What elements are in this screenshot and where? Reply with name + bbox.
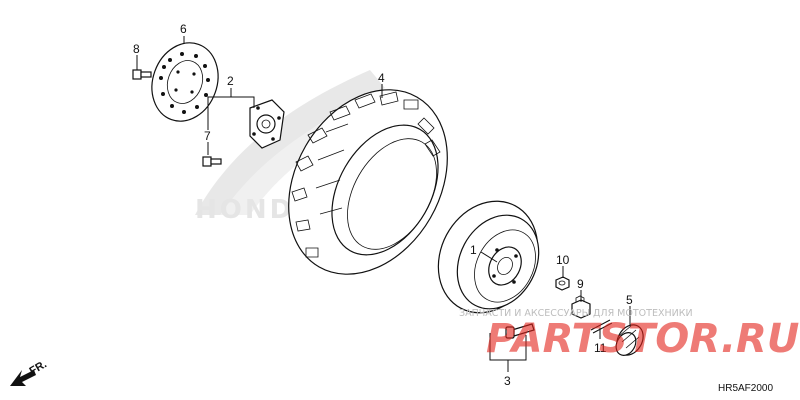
front-arrow-icon [10,370,36,386]
leader-lines [136,36,631,372]
callout-11: 11 [594,341,607,355]
callout-1: 1 [470,243,477,257]
brake-disc [151,42,219,122]
wheel-hub [249,99,285,149]
front-direction-indicator: FR. [10,358,49,386]
nut-small [555,276,570,291]
hub-bolt [202,156,222,167]
tire [288,89,448,275]
callout-numbers: 8 6 2 7 4 1 10 9 5 11 3 [133,22,633,388]
callout-8: 8 [133,42,140,56]
watermark-tagline: ЗАПЧАСТИ И АКСЕССУАРЫ ДЛЯ МОТОТЕХНИКИ [459,308,693,319]
wheel-rim [437,200,540,314]
watermark-logo-left: PARTS [486,316,628,362]
watermark-logo-right: TOR.RU [628,316,799,362]
callout-10: 10 [556,253,570,267]
callout-2: 2 [227,74,234,88]
callout-5: 5 [626,293,633,307]
callout-4: 4 [378,71,385,85]
diagram-code: HR5AF2000 [718,383,773,394]
front-label: FR. [28,358,49,377]
callout-7: 7 [204,129,211,143]
wheel-studs [505,323,535,339]
hub-cap [615,324,644,356]
disc-bolt [132,69,152,80]
callout-9: 9 [577,277,584,291]
callout-6: 6 [180,22,187,36]
partstor-watermark: ЗАПЧАСТИ И АКСЕССУАРЫ ДЛЯ МОТОТЕХНИКИ PA… [459,308,799,362]
cotter-pin [590,319,613,334]
callout-3: 3 [504,374,511,388]
